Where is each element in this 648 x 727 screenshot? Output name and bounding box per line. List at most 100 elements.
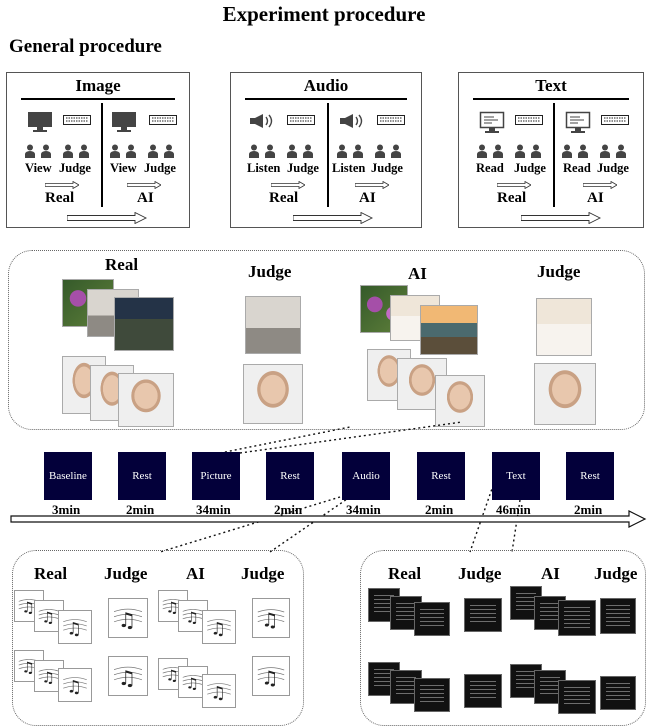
svg-text:♫: ♫ [186, 675, 199, 693]
audio-judge-header: Judge [104, 564, 148, 583]
text-judge-header: Judge [594, 564, 638, 583]
duration-label: 3min [52, 502, 81, 517]
duration-label: 2min [425, 502, 454, 517]
panel-rule [473, 98, 629, 100]
music-sheet-icon: ♫ [202, 674, 236, 708]
audio-real-header: Real [34, 564, 68, 583]
panel-text: Text Read Judge Read Judge Real AI [458, 72, 644, 228]
arrow-icon [45, 181, 79, 189]
music-sheet-icon: ♫ [252, 656, 290, 696]
real-castle-photo [114, 297, 174, 351]
image-judge-header: Judge [537, 262, 581, 281]
svg-text:♫: ♫ [261, 608, 278, 631]
timeline-block-audio: Audio [342, 452, 390, 500]
duration-label: 46min [496, 502, 531, 517]
arrow-icon [497, 181, 531, 189]
panel-divider [101, 103, 103, 207]
person-icon [337, 144, 401, 158]
text-sheet-icon [368, 662, 400, 696]
svg-text:♫: ♫ [210, 683, 225, 703]
music-sheet-icon: ♫ [252, 598, 290, 638]
panel-audio: Audio Listen Judge Listen Judge Real AI [230, 72, 422, 228]
timeline-block-rest: Rest [566, 452, 614, 500]
panel-rule [245, 98, 407, 100]
svg-text:♫: ♫ [66, 619, 81, 639]
person-icon [477, 144, 541, 158]
timeline-arrow [10, 510, 647, 528]
arrow-icon [127, 181, 161, 189]
panel-title: Text [535, 76, 567, 95]
music-sheet-icon: ♫ [58, 668, 92, 702]
duration-label: 34min [196, 502, 231, 517]
duration-label: 2min [274, 502, 303, 517]
duration-label: 2min [126, 502, 155, 517]
arrow-icon [67, 212, 147, 224]
text-judge-header: Judge [458, 564, 502, 583]
ai-face-photo [435, 375, 485, 427]
monitor-icon [112, 112, 136, 132]
condition-label: Real [45, 190, 75, 206]
condition-label: AI [359, 190, 376, 206]
judge-label: Judge [59, 161, 91, 175]
judge-face-photo [243, 364, 303, 424]
action-label: View [110, 161, 137, 175]
action-label: Read [476, 161, 504, 175]
svg-text:♫: ♫ [166, 599, 179, 617]
keyboard-icon [601, 115, 629, 125]
music-sheet-icon: ♫ [202, 610, 236, 644]
speaker-icon [340, 114, 363, 128]
condition-label: AI [587, 190, 604, 206]
condition-label: Real [497, 190, 527, 206]
judge-label: Judge [514, 161, 546, 175]
text-sheet-icon [414, 602, 450, 636]
svg-text:♫: ♫ [118, 666, 136, 690]
condition-label: AI [137, 190, 154, 206]
svg-text:♫: ♫ [210, 619, 225, 639]
keyboard-icon [63, 115, 91, 125]
timeline-block-picture: Picture [192, 452, 240, 500]
keyboard-icon [287, 115, 315, 125]
music-sheet-icon: ♫ [108, 598, 148, 638]
text-real-header: Real [388, 564, 422, 583]
arrow-icon [293, 212, 373, 224]
panel-divider [327, 103, 329, 207]
svg-text:♫: ♫ [22, 659, 35, 677]
svg-text:♫: ♫ [66, 677, 81, 697]
text-sheet-icon [464, 598, 502, 632]
panel-rule [21, 98, 175, 100]
svg-text:♫: ♫ [261, 666, 278, 689]
text-stimuli-box [360, 550, 646, 726]
svg-text:♫: ♫ [166, 667, 179, 685]
action-label: Listen [247, 161, 281, 175]
text-sheet-icon [558, 680, 596, 714]
action-label: Read [563, 161, 591, 175]
speaker-icon [250, 114, 273, 128]
judge-label: Judge [597, 161, 629, 175]
keyboard-icon [515, 115, 543, 125]
audio-ai-header: AI [186, 564, 205, 583]
arrow-icon [583, 181, 617, 189]
svg-text:♫: ♫ [186, 609, 199, 627]
text-sheet-icon [600, 598, 636, 634]
music-sheet-icon: ♫ [158, 590, 188, 622]
text-sheet-icon [464, 674, 502, 708]
text-sheet-icon [368, 588, 400, 622]
judge-bike-photo [245, 296, 301, 354]
music-sheet-icon: ♫ [108, 656, 148, 696]
person-icon [562, 144, 626, 158]
person-icon [25, 144, 89, 158]
text-sheet-icon [600, 676, 636, 710]
judge-label: Judge [287, 161, 319, 175]
condition-label: Real [269, 190, 299, 206]
panel-title: Audio [303, 76, 349, 95]
monitor-icon [28, 112, 52, 132]
duration-label: 2min [574, 502, 603, 517]
arrow-icon [521, 212, 601, 224]
judge-label: Judge [144, 161, 176, 175]
panel-title: Image [75, 76, 121, 95]
timeline-block-rest: Rest [417, 452, 465, 500]
ai-coast-photo [420, 305, 478, 355]
monitor-icon [565, 111, 591, 133]
section-subtitle: General procedure [9, 36, 162, 57]
